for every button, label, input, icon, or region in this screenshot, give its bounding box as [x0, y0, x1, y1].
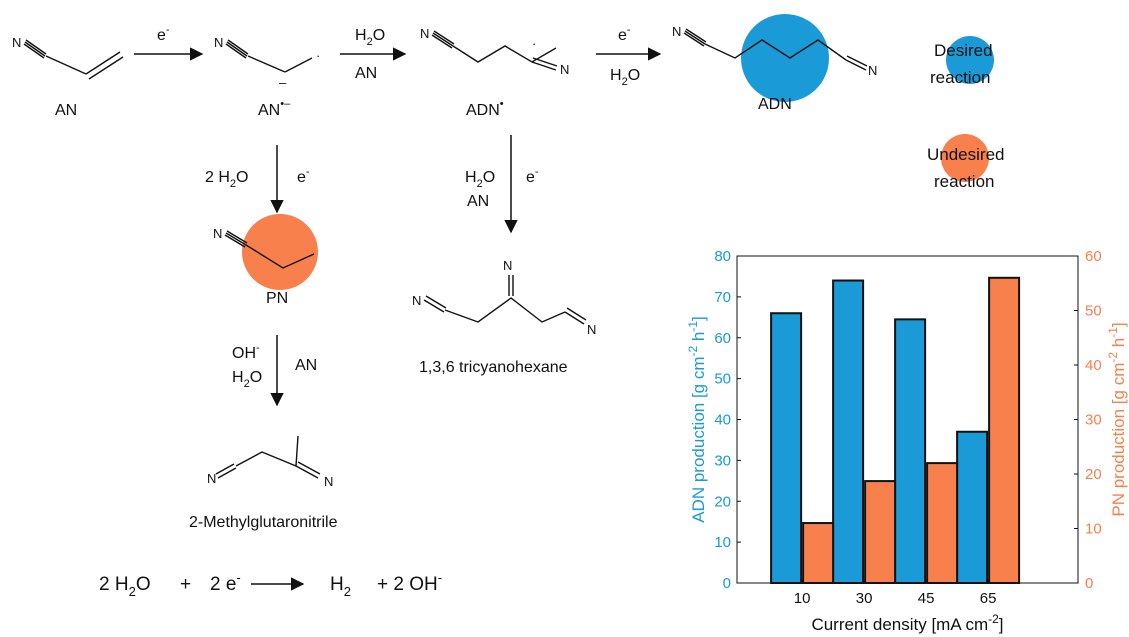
bar-adn-45	[894, 318, 927, 584]
left-axis-ticks: 0 10 20 30 40 50 60 70 80	[714, 248, 741, 592]
left-tick-label: 70	[714, 289, 731, 306]
bar-adn-65	[956, 430, 989, 585]
x-axis-ticks: 10 30 45 65	[794, 579, 997, 607]
left-tick-label: 10	[714, 534, 731, 551]
production-bar-chart: 0 10 20 30 40 50 60 70 80 0 10 20 30 40 50 60 10 30 45 65…	[686, 248, 1128, 634]
species-an-radical-anion-label: AN•–	[258, 98, 291, 119]
legend-undesired-line1: Undesired	[927, 145, 1005, 164]
equation-hydrogen: H2	[330, 574, 351, 599]
right-tick-label: 20	[1085, 466, 1102, 483]
condition-water-1: H2O	[355, 27, 385, 48]
svg-text:N: N	[324, 474, 333, 489]
bar-pn-65	[988, 276, 1021, 584]
left-tick-label: 40	[714, 412, 731, 429]
left-tick-label: 30	[714, 452, 731, 469]
water-reduction-equation: 2 H2O + 2 e- H2 + 2 OH-	[99, 570, 442, 599]
right-tick-label: 40	[1085, 357, 1102, 374]
adn-radical-structure: N · N	[420, 26, 569, 77]
bar-pn-10	[802, 522, 835, 584]
species-pn-label: PN	[266, 290, 288, 307]
right-tick-label: 60	[1085, 248, 1102, 265]
left-tick-label: 0	[723, 575, 731, 592]
left-tick-label: 80	[714, 248, 731, 265]
left-tick-label: 20	[714, 493, 731, 510]
undesired-reaction-circle-pn	[242, 214, 318, 290]
species-adn-radical-label: ADN•	[466, 98, 504, 119]
charge-minus: –	[279, 75, 287, 90]
condition-hydroxide: OH-	[232, 342, 260, 362]
condition-an-1: AN	[355, 65, 377, 82]
x-axis-label: Current density [mA cm-2]	[811, 612, 1003, 634]
svg-text:N: N	[214, 35, 223, 50]
equation-hydroxide: + 2 OH-	[377, 570, 442, 595]
equation-water: 2 H2O	[99, 574, 151, 599]
svg-text:·: ·	[532, 36, 536, 51]
bar-adn-10	[770, 312, 803, 584]
svg-text:N: N	[412, 293, 421, 308]
condition-water-4: H2O	[465, 169, 495, 190]
species-an-label: AN	[55, 102, 77, 119]
equation-plus-1: +	[180, 574, 191, 595]
svg-text:N: N	[503, 258, 512, 273]
x-tick-label: 65	[980, 590, 997, 607]
y-axis-label-right: PN production [g cm-2 h-1]	[1106, 322, 1128, 516]
pn-structure: N	[213, 226, 315, 269]
svg-text:N: N	[587, 322, 596, 337]
condition-electron-4: e-	[526, 166, 539, 186]
legend-desired-circle	[946, 36, 994, 84]
x-tick-label: 45	[918, 590, 935, 607]
species-adn-label: ADN	[758, 96, 792, 113]
svg-text:N: N	[420, 26, 429, 41]
y-axis-label-left: ADN production [g cm-2 h-1]	[686, 316, 708, 523]
condition-two-water: 2 H2O	[205, 169, 248, 190]
legend-desired-line2: reaction	[930, 68, 990, 87]
svg-text:N: N	[868, 63, 877, 78]
acrylonitrile-structure: N	[12, 35, 124, 80]
condition-electron-3: e-	[297, 166, 310, 186]
condition-water-2: H2O	[610, 67, 640, 88]
equation-electrons: 2 e-	[210, 570, 241, 595]
left-tick-label: 50	[714, 371, 731, 388]
right-tick-label: 30	[1085, 412, 1102, 429]
svg-text:N: N	[560, 62, 569, 77]
x-tick-label: 30	[856, 590, 873, 607]
adn-bars	[770, 279, 989, 585]
svg-text:N: N	[213, 226, 222, 241]
legend-desired-line1: Desired	[934, 41, 993, 60]
condition-an-3: AN	[467, 193, 489, 210]
pn-bars	[802, 276, 1021, 585]
desired-reaction-circle-adn	[741, 14, 829, 102]
tricyanohexane-structure: N N N	[412, 258, 596, 337]
methylglutaronitrile-structure: N N	[207, 435, 333, 489]
left-tick-label: 60	[714, 330, 731, 347]
legend-undesired-circle	[941, 134, 989, 182]
condition-water-3: H2O	[232, 369, 262, 390]
condition-electron-2: e-	[618, 24, 631, 44]
bar-pn-45	[926, 462, 959, 585]
bar-pn-30	[864, 480, 897, 584]
species-tricyano-label: 1,3,6 tricyanohexane	[419, 359, 568, 376]
svg-text:N: N	[672, 24, 681, 39]
condition-an-2: AN	[295, 357, 317, 374]
atom-n: N	[12, 35, 21, 50]
legend-undesired-line2: reaction	[934, 172, 994, 191]
bar-adn-30	[832, 279, 865, 584]
right-axis-ticks: 0 10 20 30 40 50 60	[1074, 248, 1102, 592]
svg-text:N: N	[207, 471, 216, 486]
condition-electron-1: e-	[157, 24, 170, 44]
right-tick-label: 10	[1085, 521, 1102, 538]
an-radical-anion-structure: N – ·	[214, 35, 320, 90]
radical-dot: ·	[316, 48, 320, 63]
species-mgn-label: 2-Methylglutaronitrile	[189, 514, 338, 531]
x-tick-label: 10	[794, 590, 811, 607]
adn-structure: N N	[672, 24, 877, 78]
right-tick-label: 50	[1085, 303, 1102, 320]
right-tick-label: 0	[1085, 575, 1093, 592]
